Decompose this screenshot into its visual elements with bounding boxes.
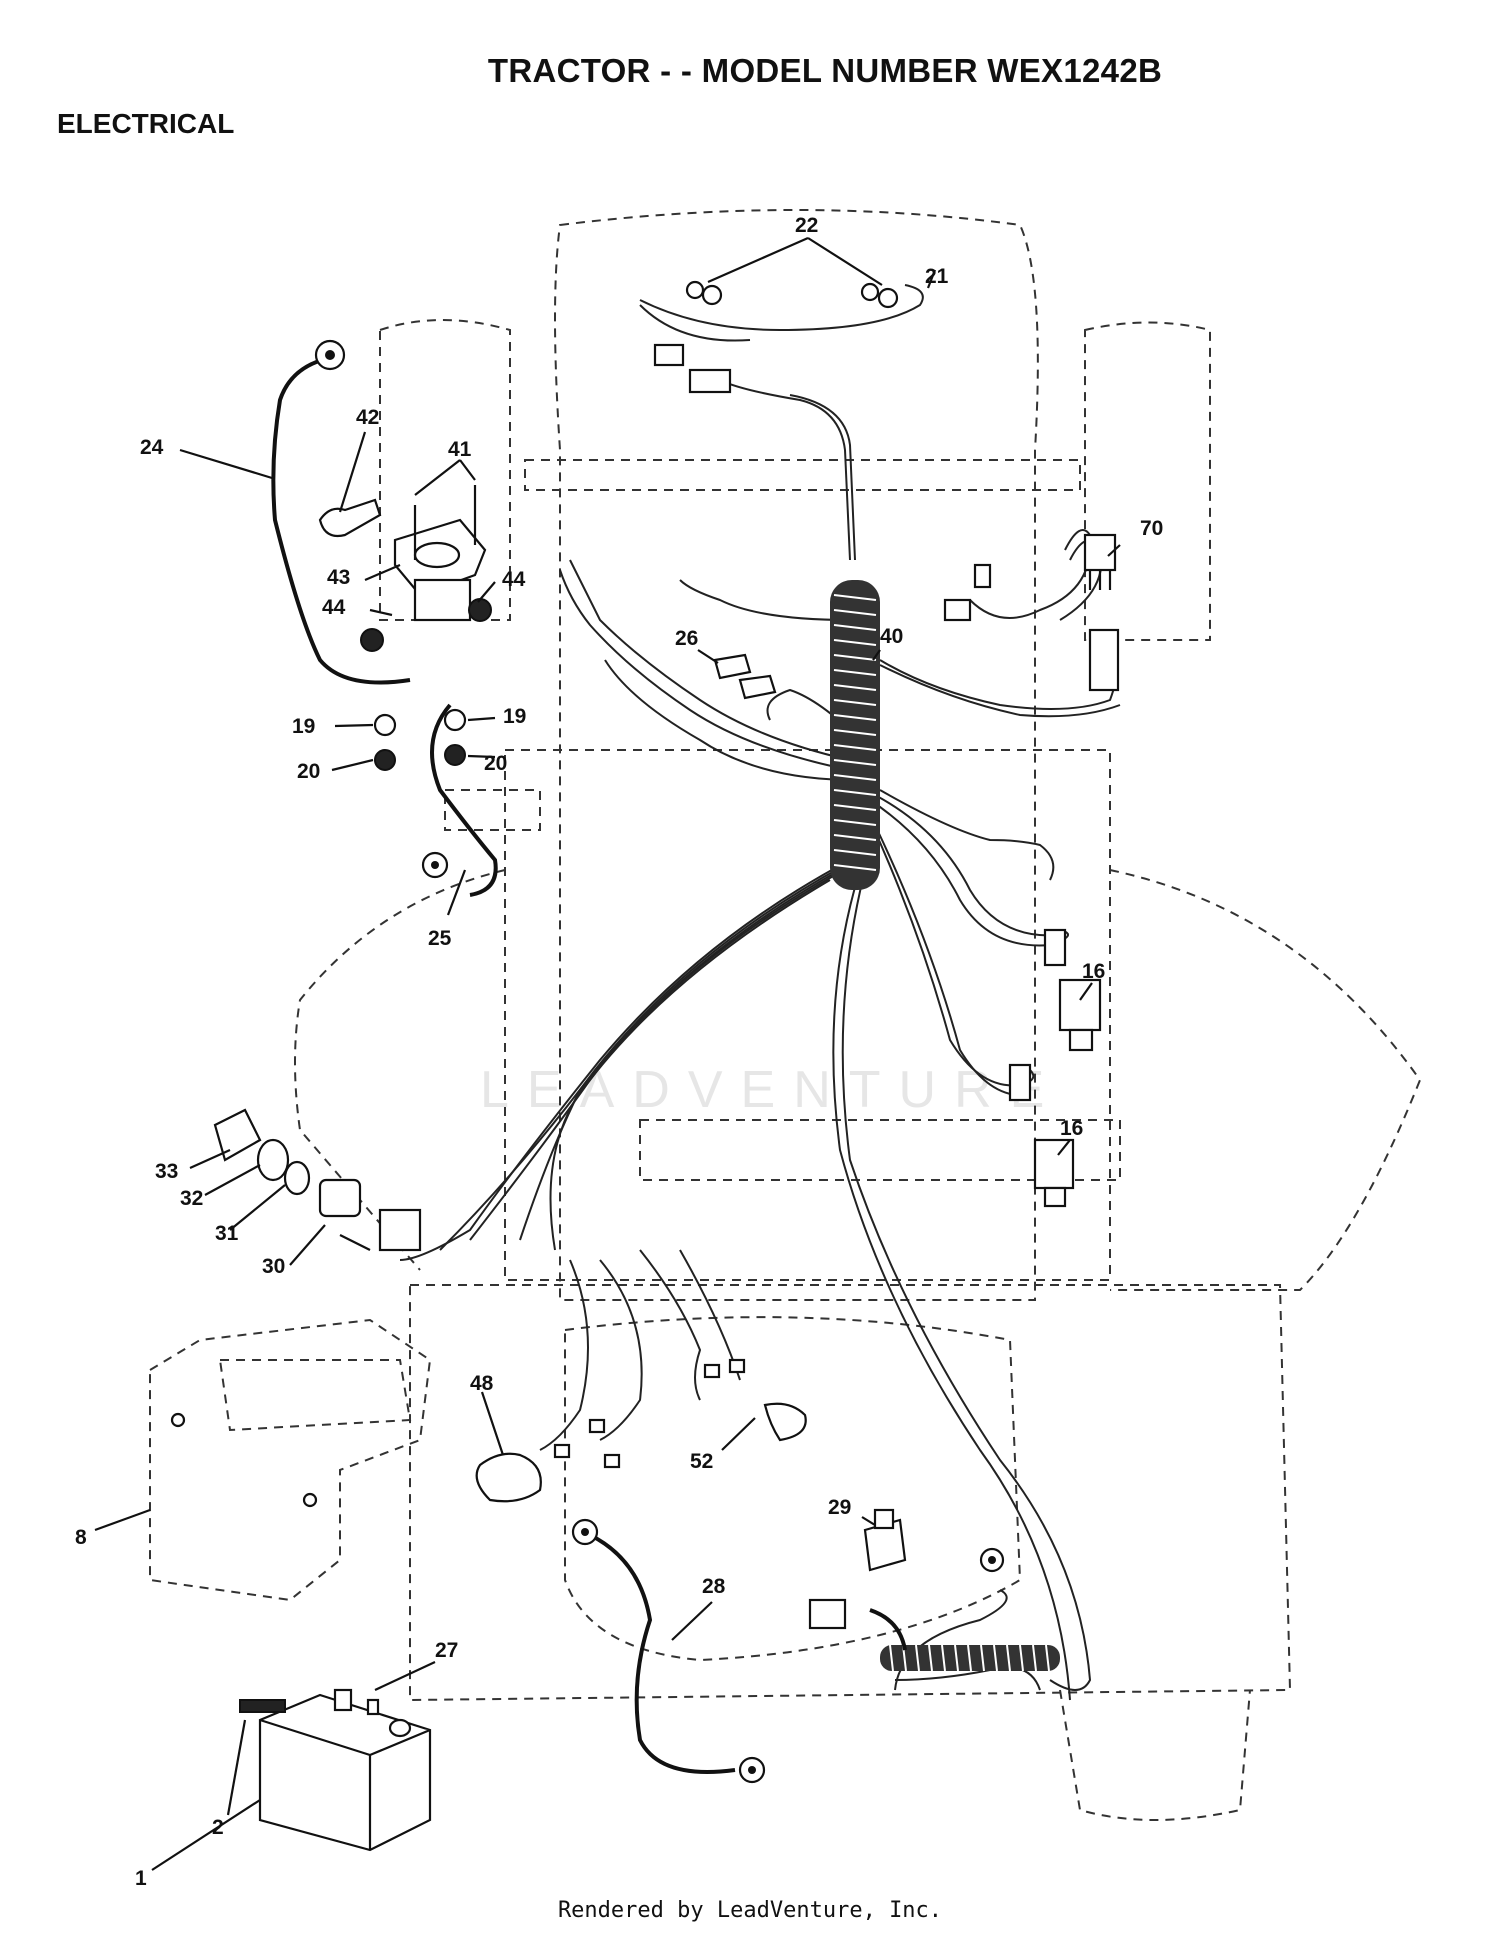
- terminals-48-52: [475, 1358, 807, 1503]
- callout-16b: 16: [1060, 1117, 1083, 1140]
- boot-cover: [318, 498, 382, 538]
- callout-22: 22: [795, 214, 818, 237]
- engine-block: [149, 1318, 432, 1602]
- callout-44a: 44: [502, 568, 526, 591]
- callout-19b: 19: [503, 705, 526, 728]
- fuse-holder: [713, 653, 777, 700]
- coiled-cable: [869, 1608, 1060, 1672]
- connector-70: [943, 533, 1120, 692]
- ignition-switch: [213, 1108, 422, 1252]
- callout-32: 32: [180, 1187, 203, 1210]
- callout-44b: 44: [322, 596, 346, 619]
- watermark-text: LEADVENTURE: [480, 1061, 1063, 1119]
- wiring-harness: [399, 284, 1121, 1701]
- coiled-wire-loom: [830, 580, 880, 890]
- callout-42: 42: [356, 406, 379, 429]
- callout-20a: 20: [297, 760, 320, 783]
- seat-switch-connector: [653, 280, 899, 394]
- callout-27: 27: [435, 1639, 458, 1662]
- callout-1: 1: [135, 1867, 147, 1890]
- callout-labels: 22 21 24 42 41 43 44 44 19 19 20 20 25 2…: [75, 214, 1163, 1890]
- starter-solenoid: [360, 485, 492, 771]
- frame-outlines: [294, 209, 1422, 1821]
- battery-cables: [271, 339, 1005, 1784]
- callout-26: 26: [675, 627, 698, 650]
- callout-leaders: [94, 236, 1121, 1871]
- callout-29: 29: [828, 1496, 851, 1519]
- callout-25: 25: [428, 927, 452, 950]
- callout-28: 28: [702, 1575, 726, 1598]
- callout-48: 48: [470, 1372, 494, 1395]
- footer-credit: Rendered by LeadVenture, Inc.: [557, 1898, 943, 1923]
- callout-33: 33: [155, 1160, 178, 1183]
- callout-30: 30: [262, 1255, 285, 1278]
- callout-40: 40: [880, 625, 903, 648]
- section-heading: ELECTRICAL: [57, 108, 235, 139]
- callout-43: 43: [327, 566, 350, 589]
- callout-21: 21: [925, 265, 949, 288]
- page-title: TRACTOR - - MODEL NUMBER WEX1242B: [487, 52, 1163, 89]
- callout-19a: 19: [292, 715, 315, 738]
- relay-connectors: [1008, 928, 1102, 1208]
- callout-16a: 16: [1082, 960, 1105, 983]
- battery: [239, 1688, 432, 1852]
- callout-20b: 20: [484, 752, 507, 775]
- callout-8: 8: [75, 1526, 87, 1549]
- pto-switch: [808, 1508, 907, 1630]
- callout-70: 70: [1140, 517, 1163, 540]
- callout-24: 24: [140, 436, 164, 459]
- callout-2: 2: [212, 1816, 224, 1839]
- callout-41: 41: [448, 438, 472, 461]
- callout-31: 31: [215, 1222, 239, 1245]
- callout-52: 52: [690, 1450, 713, 1473]
